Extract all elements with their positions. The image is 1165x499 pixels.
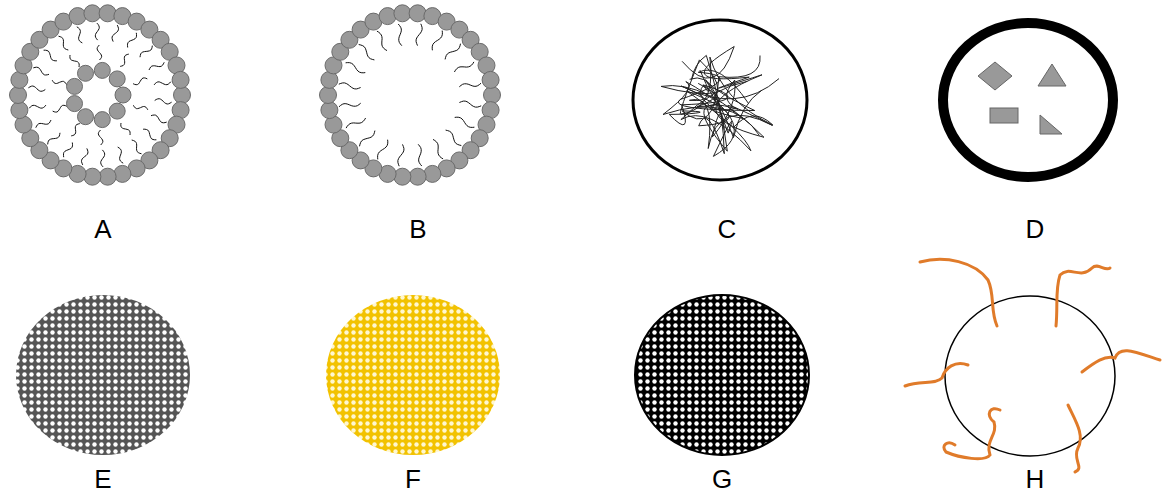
gold-nanoparticle [326,295,500,455]
figure-letter: G [712,464,732,495]
polymer-particle [633,20,807,180]
figure-letter: E [94,464,111,495]
figure-letter: D [1026,214,1045,245]
figure-letter: B [409,214,426,245]
figure-letter: A [94,214,111,245]
figure-letter: C [718,214,737,245]
dark-nanoparticle [635,295,809,455]
micelle [320,5,501,185]
coated-particle [905,259,1160,472]
figure-letter: F [405,464,421,495]
shell-particle [943,23,1113,177]
micelle-vesicle [10,5,191,185]
grey-nanoparticle [16,295,190,455]
figure-letter: H [1026,464,1045,495]
